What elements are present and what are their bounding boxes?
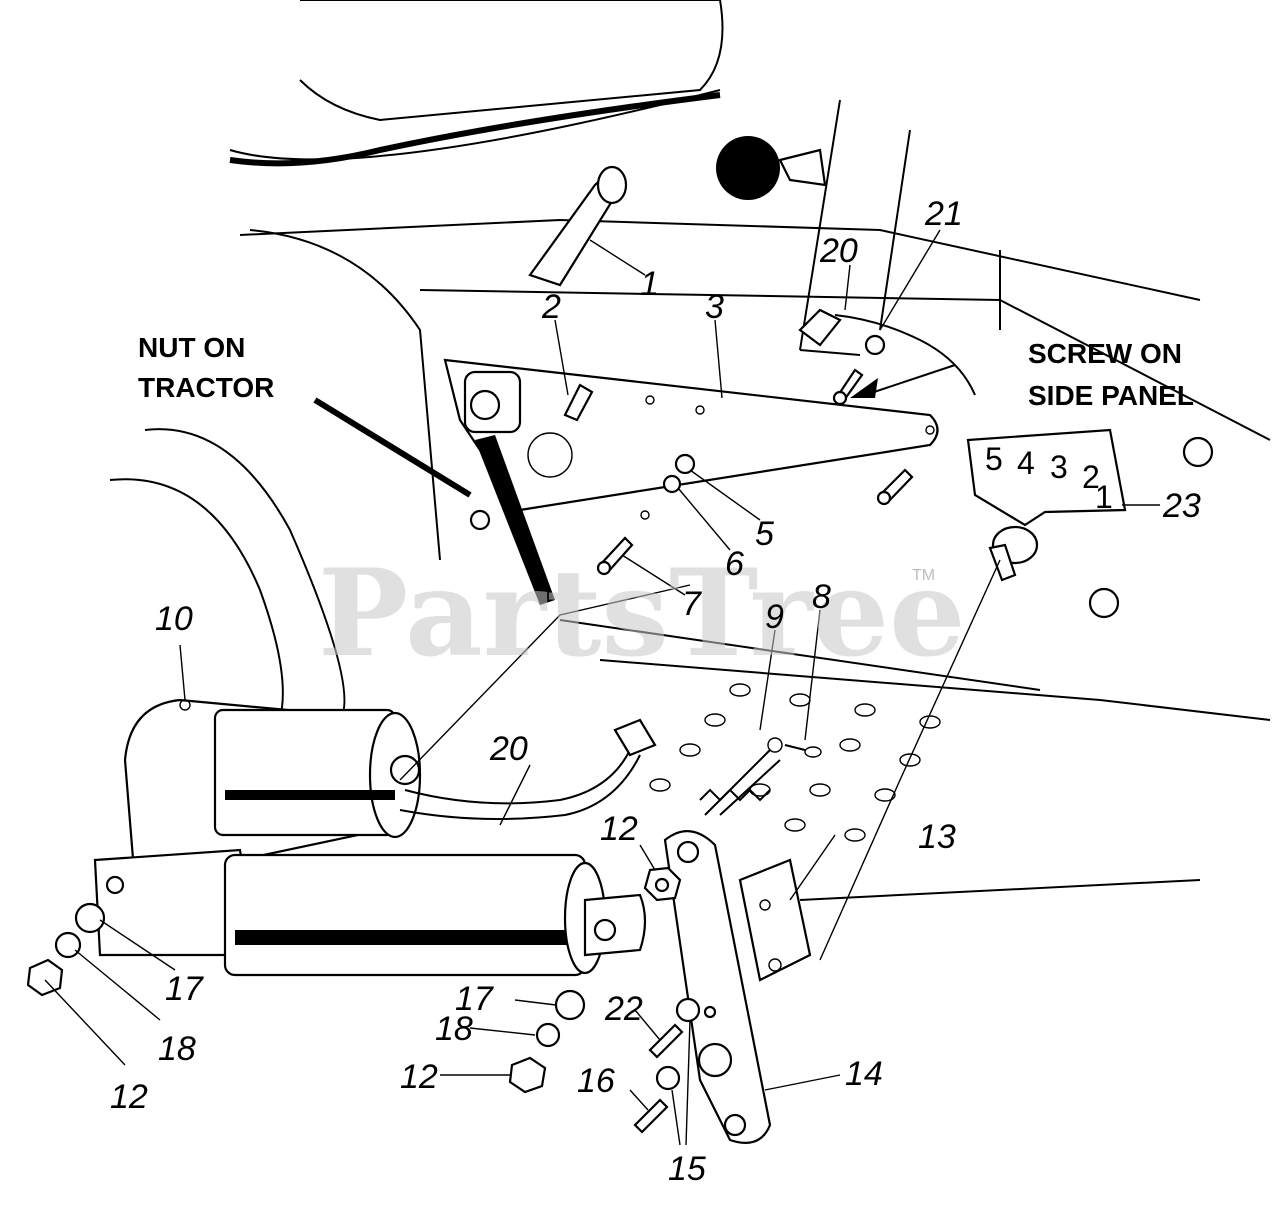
note-screw-on-side-panel-line2: SIDE PANEL bbox=[1028, 380, 1194, 411]
note-screw-on-side-panel-line1: SCREW ON bbox=[1028, 338, 1182, 369]
callout-18-lower: 18 bbox=[435, 1010, 473, 1048]
callout-23: 23 bbox=[1162, 487, 1201, 525]
lift-lever bbox=[528, 165, 628, 287]
actuator-rod bbox=[475, 435, 555, 605]
callout-8: 8 bbox=[812, 578, 831, 616]
callout-15: 15 bbox=[668, 1150, 706, 1188]
mounting-block bbox=[738, 858, 812, 982]
callout-16: 16 bbox=[577, 1062, 615, 1100]
callout-10: 10 bbox=[155, 600, 193, 638]
callout-1: 1 bbox=[640, 265, 659, 303]
throttle-knob bbox=[716, 136, 827, 200]
callout-20-upper: 20 bbox=[819, 232, 858, 270]
callout-12-left: 12 bbox=[110, 1078, 148, 1116]
note-nut-on-tractor-line1: NUT ON bbox=[138, 332, 245, 363]
gear-indicator-plate: 5 4 3 2 1 bbox=[966, 428, 1127, 527]
gear-digit-4: 4 bbox=[1017, 445, 1035, 481]
bracket-hardware bbox=[469, 368, 914, 576]
gear-digit-5: 5 bbox=[985, 441, 1003, 477]
loose-hardware bbox=[26, 866, 717, 1134]
callout-17-lower: 17 bbox=[455, 980, 494, 1018]
callout-12-center: 12 bbox=[600, 810, 638, 848]
callout-5: 5 bbox=[755, 515, 774, 553]
gear-digit-1: 1 bbox=[1095, 479, 1113, 515]
callout-18-left: 18 bbox=[158, 1030, 196, 1068]
callout-17-left: 17 bbox=[165, 970, 204, 1008]
gear-digit-3: 3 bbox=[1050, 449, 1068, 485]
watermark-tm: TM bbox=[912, 567, 935, 584]
floor-plate-holes bbox=[649, 683, 941, 842]
callout-7: 7 bbox=[682, 585, 702, 623]
panel-plug-lower bbox=[1088, 587, 1120, 619]
part-callouts: 1 2 3 5 6 7 8 9 10 12 12 12 12 13 14 15 … bbox=[110, 195, 1201, 1188]
watermark: PartsTree bbox=[318, 543, 965, 684]
gear-digit-2: 2 bbox=[1082, 459, 1100, 495]
callout-13: 13 bbox=[918, 818, 956, 856]
callout-14: 14 bbox=[845, 1055, 883, 1093]
motor-wire-harness bbox=[399, 718, 657, 820]
leader-lines bbox=[44, 229, 1160, 1146]
mounting-bracket-plate bbox=[443, 358, 939, 520]
tractor-body-outline bbox=[109, 0, 1271, 901]
upper-wire-harness bbox=[798, 308, 976, 396]
lift-arm bbox=[663, 830, 772, 1144]
shift-stud bbox=[819, 525, 1039, 961]
panel-plug-right bbox=[1182, 436, 1214, 468]
callout-21: 21 bbox=[924, 195, 963, 233]
electric-actuator bbox=[93, 698, 647, 977]
callout-12-lower: 12 bbox=[400, 1058, 438, 1096]
callout-2: 2 bbox=[541, 288, 561, 326]
callout-22: 22 bbox=[604, 990, 643, 1028]
callout-9: 9 bbox=[765, 598, 784, 636]
note-nut-on-tractor-line2: TRACTOR bbox=[138, 372, 274, 403]
callout-6: 6 bbox=[725, 545, 744, 583]
return-spring bbox=[699, 737, 822, 816]
callout-3: 3 bbox=[705, 288, 724, 326]
callout-20-lower: 20 bbox=[489, 730, 528, 768]
